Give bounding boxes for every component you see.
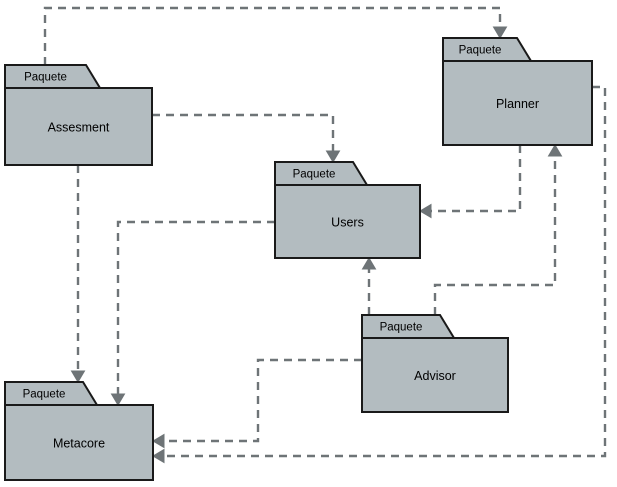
package-body <box>274 184 421 259</box>
dependency-edges-layer <box>43 6 607 464</box>
dependency-arrowhead <box>547 144 563 157</box>
package-name-label: Assesment <box>48 121 110 135</box>
dependency-edge <box>43 6 508 65</box>
dependency-line <box>157 85 607 458</box>
package-stereotype-label: Paquete <box>24 72 67 84</box>
dependency-arrowhead <box>325 150 341 163</box>
package-body <box>4 404 154 481</box>
packages-layer: PaqueteAssesmentPaquetePlannerPaqueteUse… <box>4 37 593 481</box>
dependency-arrowhead <box>70 370 86 383</box>
package-name-label: Users <box>331 216 364 230</box>
package-stereotype-label: Paquete <box>459 45 502 57</box>
dependency-arrowhead <box>361 257 377 270</box>
package-stereotype-label: Paquete <box>293 169 336 181</box>
package-name-label: Planner <box>496 97 539 111</box>
dependency-edge <box>361 257 377 315</box>
dependency-edge <box>110 220 275 406</box>
dependency-edge <box>433 144 563 315</box>
dependency-edge <box>152 85 607 464</box>
dependency-arrowhead <box>152 433 165 449</box>
dependency-line <box>43 6 502 65</box>
dependency-arrowhead <box>110 393 126 406</box>
package-name-label: Metacore <box>53 437 105 451</box>
dependency-line <box>157 358 362 443</box>
package-stereotype-label: Paquete <box>380 322 423 334</box>
dependency-edge <box>419 145 522 219</box>
dependency-line <box>424 145 522 213</box>
dependency-arrowhead <box>152 448 165 464</box>
package-stereotype-label: Paquete <box>23 389 66 401</box>
package-body <box>361 337 509 413</box>
package-body <box>4 87 153 166</box>
dependency-edge <box>152 358 362 449</box>
dependency-edge <box>152 113 341 163</box>
dependency-arrowhead <box>419 203 432 219</box>
dependency-line <box>116 220 275 401</box>
dependency-line <box>433 149 557 315</box>
package-body <box>442 60 593 146</box>
dependency-edge <box>70 165 86 383</box>
package-name-label: Advisor <box>414 369 456 383</box>
dependency-line <box>152 113 335 158</box>
dependency-arrowhead <box>492 26 508 39</box>
